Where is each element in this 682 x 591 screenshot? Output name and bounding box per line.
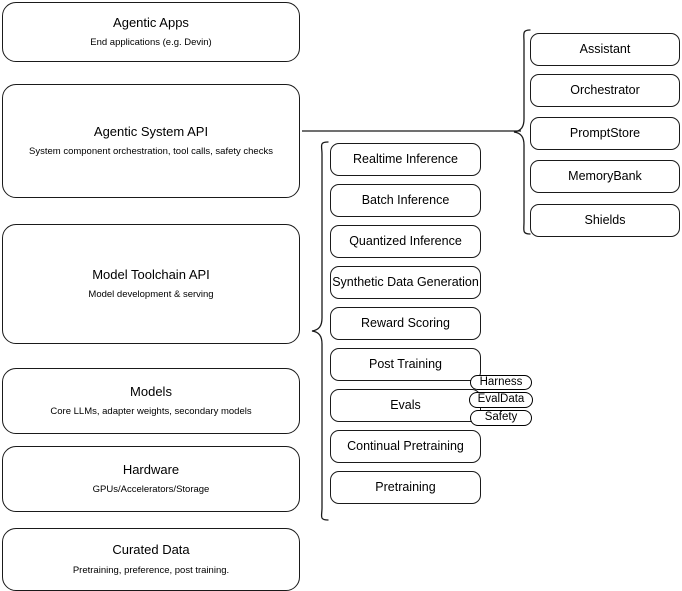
- layer-title: Model Toolchain API: [92, 266, 210, 282]
- layer-title: Agentic Apps: [113, 14, 189, 30]
- capability-batch-inference[interactable]: Batch Inference: [330, 184, 481, 217]
- layer-subtitle: Model development & serving: [88, 289, 214, 301]
- component-label: Shields: [584, 212, 626, 227]
- component-memorybank[interactable]: MemoryBank: [530, 160, 680, 193]
- layer-title: Curated Data: [112, 542, 190, 558]
- evals-subcomponent-harness[interactable]: Harness: [470, 375, 532, 390]
- layer-subtitle: End applications (e.g. Devin): [90, 37, 212, 49]
- capability-pretraining[interactable]: Pretraining: [330, 471, 481, 504]
- layer-agentic-system-api[interactable]: Agentic System API System component orch…: [2, 84, 300, 198]
- capability-label: Realtime Inference: [353, 151, 458, 166]
- layer-subtitle: Pretraining, preference, post training.: [72, 564, 230, 576]
- layer-curated-data[interactable]: Curated Data Pretraining, preference, po…: [2, 528, 300, 591]
- evals-subcomponent-label: Harness: [479, 375, 523, 388]
- capability-reward-scoring[interactable]: Reward Scoring: [330, 307, 481, 340]
- component-assistant[interactable]: Assistant: [530, 33, 680, 66]
- component-label: MemoryBank: [568, 168, 642, 183]
- capability-label: Synthetic Data Generation: [332, 274, 479, 289]
- layer-agentic-apps[interactable]: Agentic Apps End applications (e.g. Devi…: [2, 2, 300, 62]
- layer-title: Models: [130, 383, 172, 399]
- capability-label: Reward Scoring: [361, 315, 450, 330]
- capability-quantized-inference[interactable]: Quantized Inference: [330, 225, 481, 258]
- layer-title: Agentic System API: [93, 123, 209, 139]
- capability-label: Quantized Inference: [349, 233, 462, 248]
- component-shields[interactable]: Shields: [530, 204, 680, 237]
- layer-models[interactable]: Models Core LLMs, adapter weights, secon…: [2, 368, 300, 434]
- evals-subcomponent-safety[interactable]: Safety: [470, 410, 532, 426]
- layer-subtitle: System component orchestration, tool cal…: [29, 146, 273, 158]
- evals-subcomponent-label: EvalData: [477, 393, 525, 406]
- capability-evals[interactable]: Evals: [330, 389, 481, 422]
- evals-subcomponent-label: Safety: [484, 411, 518, 424]
- layer-subtitle: GPUs/Accelerators/Storage: [92, 484, 210, 496]
- component-promptstore[interactable]: PromptStore: [530, 117, 680, 150]
- capability-label: Evals: [390, 397, 421, 412]
- component-label: PromptStore: [569, 125, 641, 140]
- layer-hardware[interactable]: Hardware GPUs/Accelerators/Storage: [2, 446, 300, 512]
- layer-model-toolchain-api[interactable]: Model Toolchain API Model development & …: [2, 224, 300, 344]
- capability-continual-pretraining[interactable]: Continual Pretraining: [330, 430, 481, 463]
- capability-post-training[interactable]: Post Training: [330, 348, 481, 381]
- layer-subtitle: Core LLMs, adapter weights, secondary mo…: [50, 406, 252, 418]
- component-orchestrator[interactable]: Orchestrator: [530, 74, 680, 107]
- evals-subcomponent-evaldata[interactable]: EvalData: [469, 392, 533, 408]
- capability-label: Batch Inference: [361, 192, 450, 207]
- capability-label: Continual Pretraining: [347, 438, 464, 453]
- capability-label: Pretraining: [375, 479, 436, 494]
- connector-agentic-system-api-to-components: [300, 120, 526, 144]
- capability-realtime-inference[interactable]: Realtime Inference: [330, 143, 481, 176]
- component-label: Orchestrator: [570, 82, 640, 97]
- component-label: Assistant: [579, 41, 631, 56]
- capability-synthetic-data-generation[interactable]: Synthetic Data Generation: [330, 266, 481, 299]
- capability-label: Post Training: [369, 356, 442, 371]
- layer-title: Hardware: [122, 461, 180, 477]
